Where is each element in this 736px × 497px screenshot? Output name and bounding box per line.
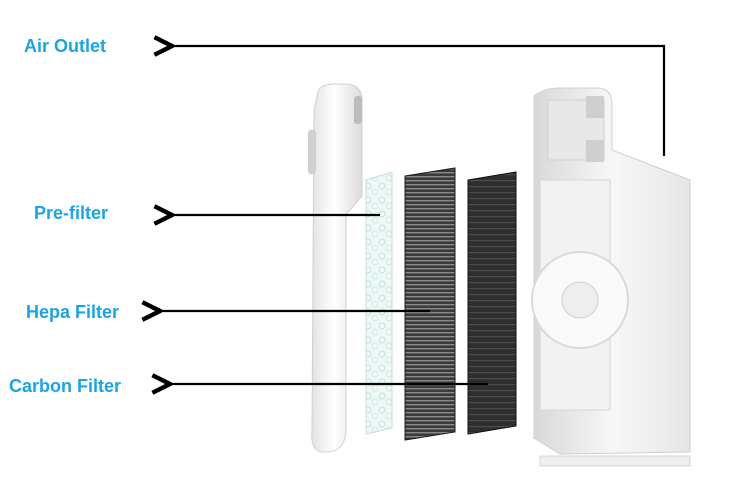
pre-filter-label: Pre-filter <box>34 203 109 223</box>
hepa-filter-panel <box>404 167 456 441</box>
front-panel <box>308 83 363 453</box>
carbon-filter-panel <box>467 171 517 435</box>
air-outlet-arrow <box>172 46 666 156</box>
air-outlet-label: Air Outlet <box>24 36 107 56</box>
pre-filter-panel <box>365 171 393 435</box>
carbon-filter-label: Carbon Filter <box>9 376 122 396</box>
hepa-filter-label: Hepa Filter <box>26 302 120 322</box>
purifier-body <box>531 87 691 467</box>
